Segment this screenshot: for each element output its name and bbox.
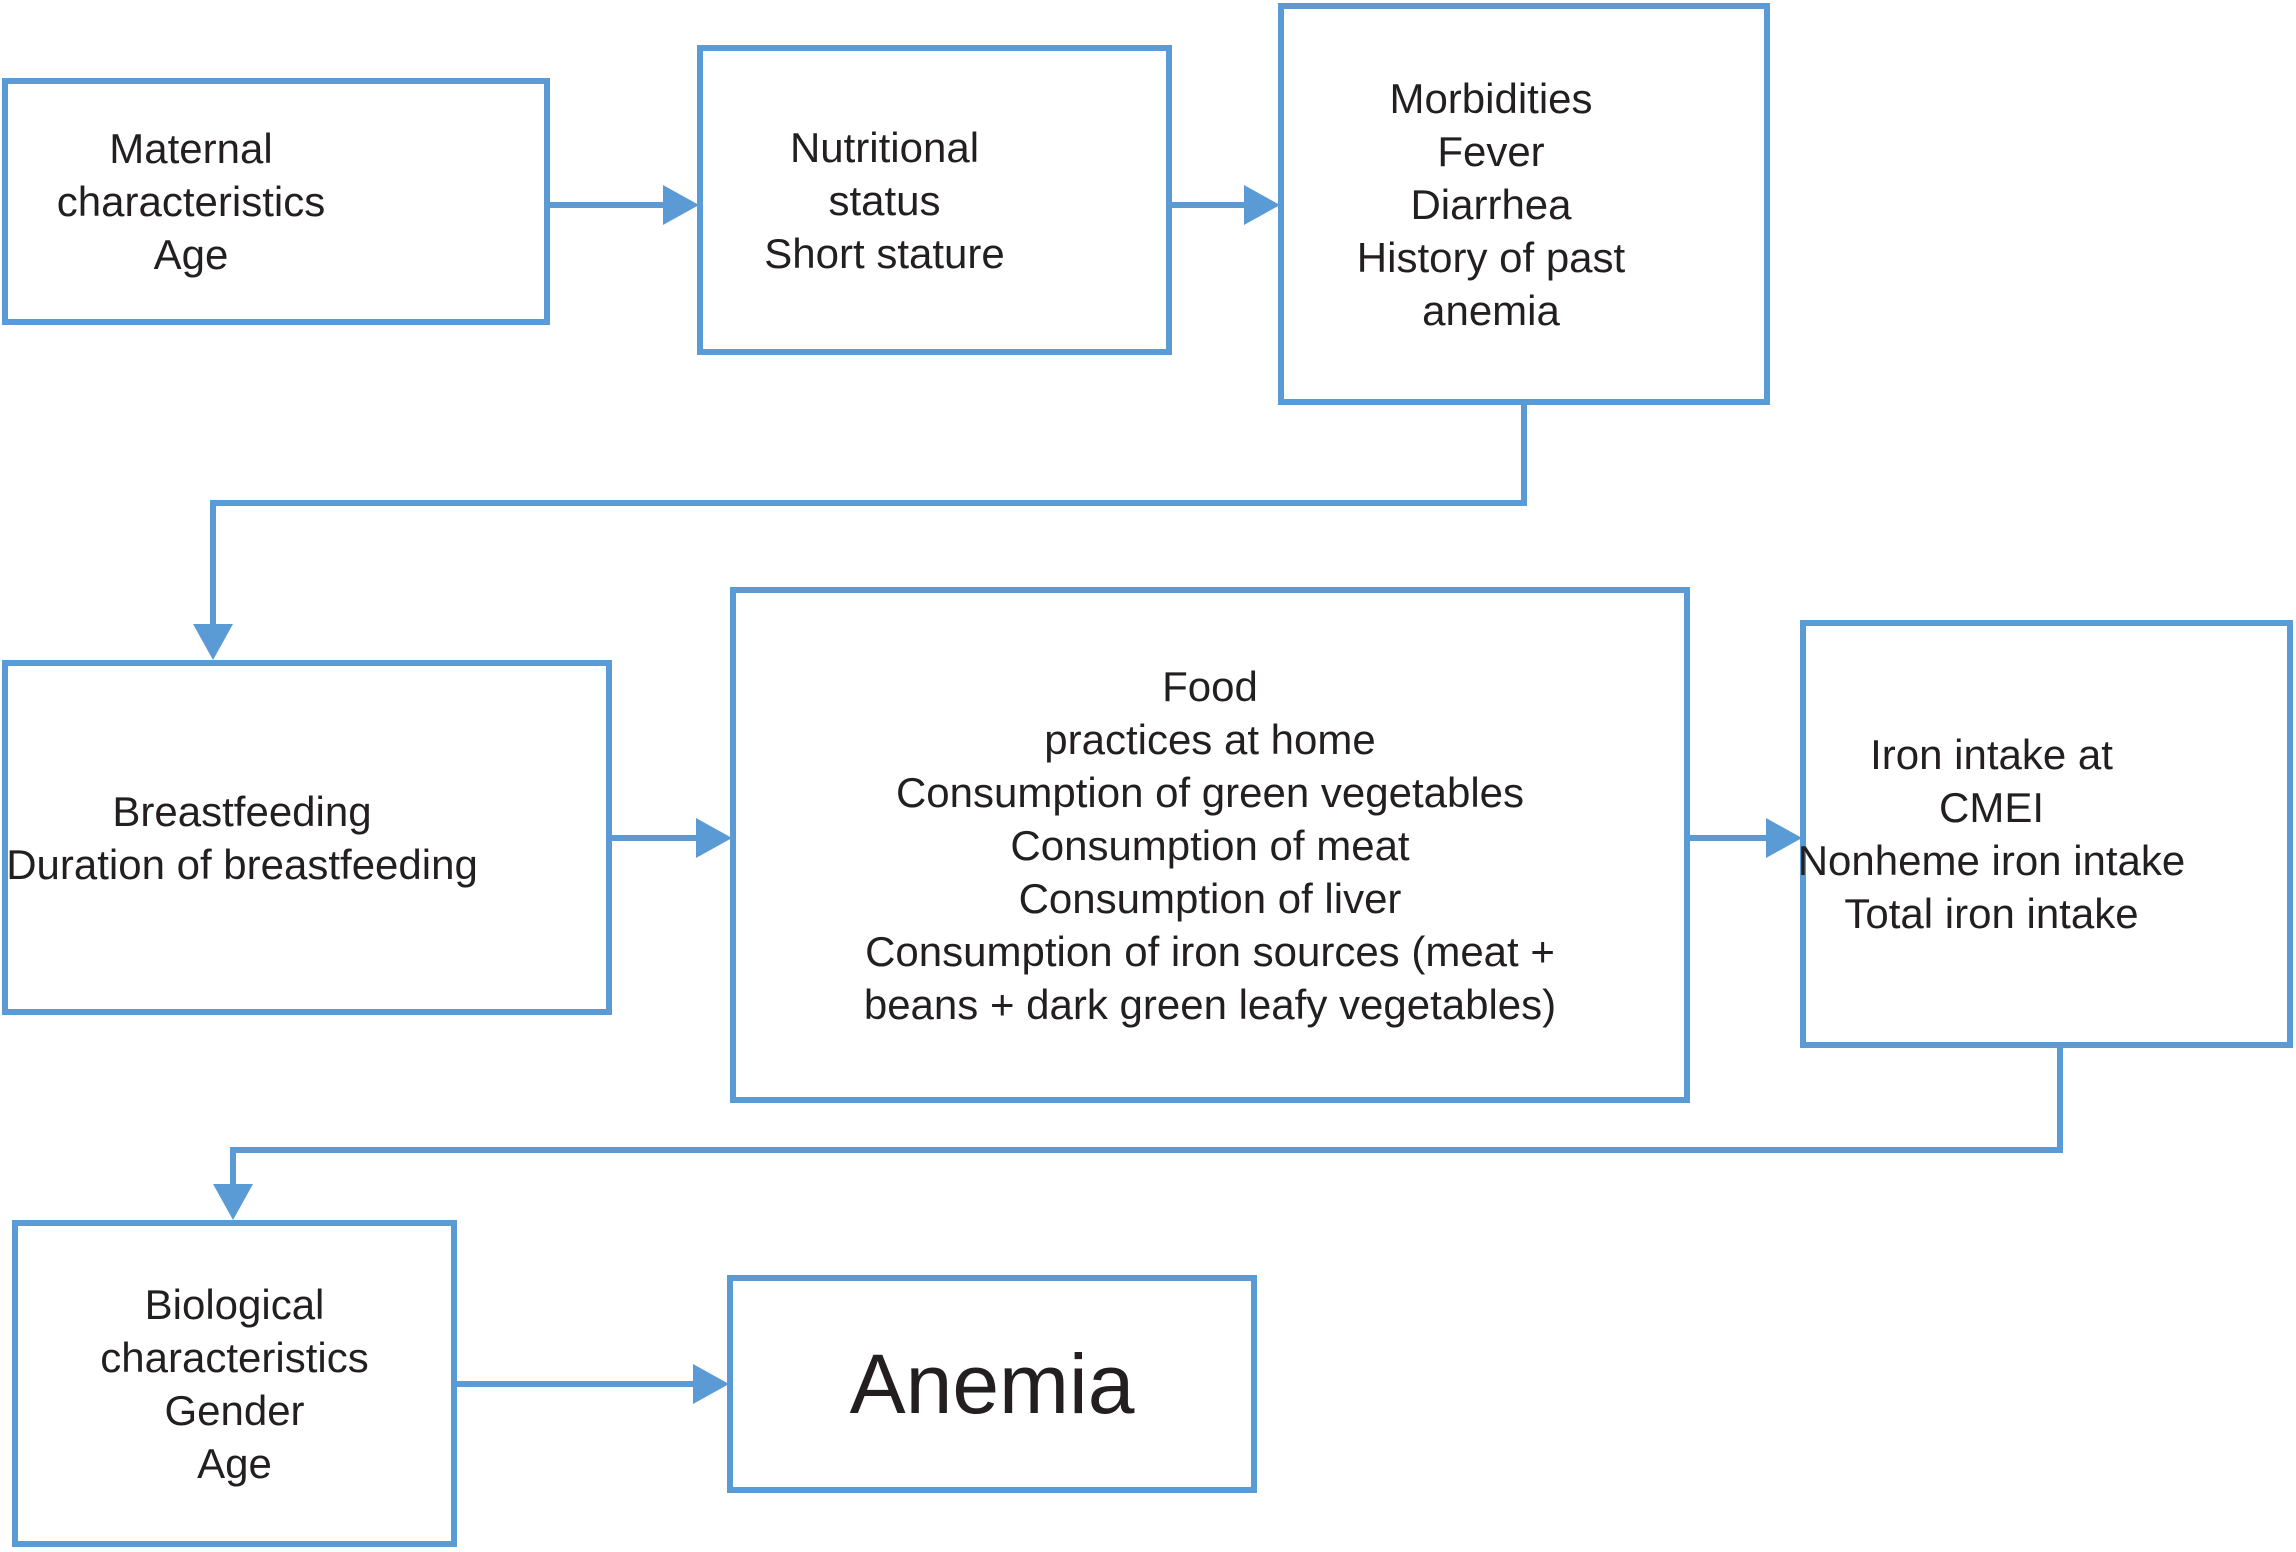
box-line: anemia	[1422, 286, 1560, 334]
box-line: Consumption of meat	[1010, 821, 1410, 869]
connector-line	[457, 1381, 693, 1387]
connector-line	[1172, 202, 1244, 208]
box-morbidities: Morbidities Fever Diarrhea History of pa…	[1278, 3, 1770, 405]
box-line: Age	[153, 231, 229, 278]
box-line: Consumption of liver	[1018, 874, 1402, 922]
box-line: Age	[197, 1439, 272, 1487]
arrowhead-right-icon	[1244, 185, 1280, 225]
box-line: beans + dark green leafy vegetables)	[863, 980, 1557, 1028]
box-line: Consumption of green vegetables	[895, 768, 1525, 816]
box-line: Total iron intake	[1844, 890, 2139, 937]
box-iron-intake: Iron intake at CMEI Nonheme iron intake …	[1797, 620, 2293, 1048]
box-line: Biological	[144, 1280, 325, 1328]
box-line: characteristics	[56, 178, 326, 225]
box-line: characteristics	[100, 1333, 369, 1381]
box-line: Morbidities	[1389, 74, 1593, 122]
box-line: Gender	[164, 1386, 305, 1434]
box-line: Short stature	[764, 229, 1005, 277]
connector-line	[230, 1147, 236, 1184]
box-biological-characteristics: Biological characteristics Gender Age	[12, 1220, 457, 1547]
box-nutritional-status: Nutritional status Short stature	[697, 45, 1172, 355]
box-line: Anemia	[849, 1337, 1135, 1431]
connector-line	[210, 500, 1527, 506]
box-line: CMEI	[1939, 784, 2044, 831]
arrowhead-right-icon	[1766, 818, 1802, 858]
box-line: Nonheme iron intake	[1797, 837, 2186, 884]
arrowhead-down-icon	[193, 624, 233, 660]
box-line: status	[828, 176, 941, 224]
box-line: Breastfeeding	[112, 787, 372, 835]
box-line: Nutritional	[789, 123, 980, 171]
box-line: Food	[1162, 662, 1258, 710]
box-food-practices: Food practices at home Consumption of gr…	[730, 587, 1690, 1103]
connector-line	[2057, 1048, 2063, 1153]
connector-line	[210, 500, 216, 624]
box-anemia: Anemia	[727, 1275, 1257, 1493]
connector-line	[1521, 405, 1527, 506]
connector-line	[612, 835, 696, 841]
box-line: Iron intake at	[1870, 731, 2113, 778]
box-breastfeeding: Breastfeeding Duration of breastfeeding	[2, 660, 612, 1015]
arrowhead-right-icon	[696, 818, 732, 858]
arrowhead-right-icon	[663, 185, 699, 225]
box-line: Duration of breastfeeding	[6, 840, 478, 888]
connector-line	[230, 1147, 2063, 1153]
arrowhead-right-icon	[693, 1364, 729, 1404]
box-line: History of past	[1356, 233, 1626, 281]
box-line: Diarrhea	[1410, 180, 1572, 228]
box-line: practices at home	[1044, 715, 1376, 763]
box-line: Consumption of iron sources (meat +	[865, 927, 1555, 975]
connector-line	[550, 202, 663, 208]
box-line: Maternal	[109, 125, 273, 172]
connector-line	[1690, 835, 1766, 841]
box-line: Fever	[1437, 127, 1545, 175]
box-maternal-characteristics: Maternal characteristics Age	[2, 78, 550, 325]
arrowhead-down-icon	[213, 1184, 253, 1220]
